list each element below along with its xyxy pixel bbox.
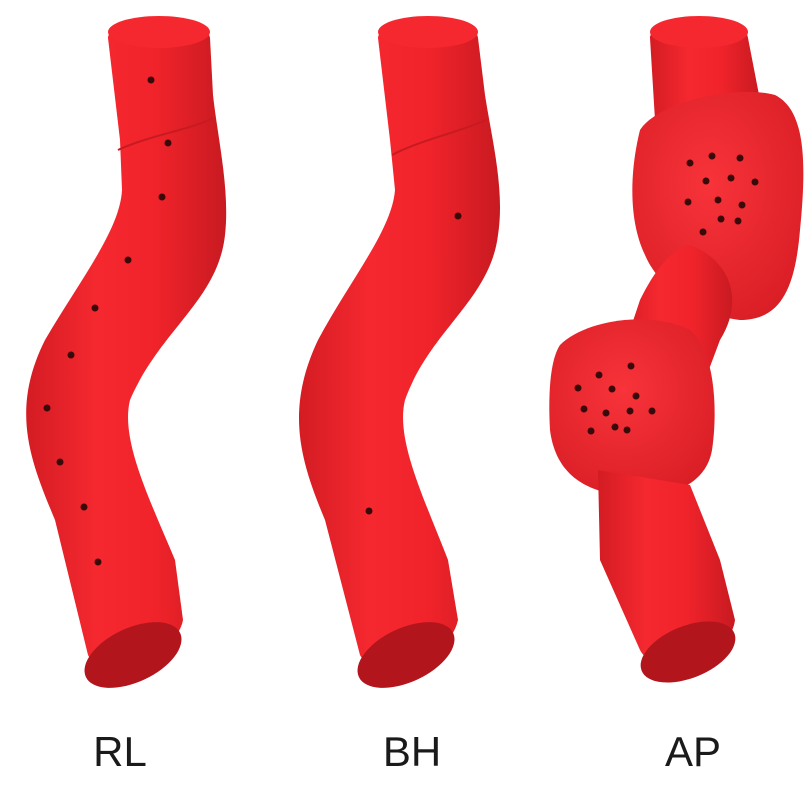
perforation-dot [125, 257, 132, 264]
perforation-dot [718, 216, 725, 223]
perforation-dot [603, 410, 610, 417]
perforation-dot [728, 175, 735, 182]
perforation-dot [148, 77, 155, 84]
perforation-dot [159, 194, 166, 201]
vessel-bh-top-cap [378, 16, 478, 48]
perforation-dot [165, 140, 172, 147]
perforation-dot [596, 372, 603, 379]
perforation-dot [575, 385, 582, 392]
perforation-dot [366, 508, 373, 515]
perforation-dot [81, 504, 88, 511]
vessel-rl [26, 16, 226, 701]
perforation-dot [633, 393, 640, 400]
vessel-bh [299, 16, 500, 701]
perforation-dot [752, 179, 759, 186]
perforation-dot [649, 408, 656, 415]
perforation-dot [627, 408, 634, 415]
perforation-dot [735, 218, 742, 225]
vessel-ap-top-cap [650, 16, 748, 48]
label-bh: BH [342, 722, 482, 782]
perforation-dot [700, 229, 707, 236]
label-rl: RL [50, 722, 190, 782]
perforation-dot [703, 178, 710, 185]
perforation-dot [628, 363, 635, 370]
perforation-dot [581, 406, 588, 413]
perforation-dot [685, 199, 692, 206]
perforation-dot [612, 424, 619, 431]
perforation-dot [737, 155, 744, 162]
perforation-dot [609, 386, 616, 393]
perforation-dot [588, 428, 595, 435]
perforation-dot [624, 427, 631, 434]
perforation-dot [455, 213, 462, 220]
label-ap: AP [623, 722, 763, 782]
vessel-bh-body [299, 23, 500, 667]
perforation-dot [92, 305, 99, 312]
vessel-ap [549, 16, 803, 695]
perforation-dot [57, 459, 64, 466]
vessel-rl-top-cap [108, 16, 210, 48]
perforation-dot [44, 405, 51, 412]
vessel-ap-lower-aneurysm [549, 319, 714, 496]
perforation-dot [715, 197, 722, 204]
perforation-dot [68, 352, 75, 359]
perforation-dot [687, 160, 694, 167]
perforation-dot [739, 202, 746, 209]
perforation-dot [709, 153, 716, 160]
perforation-dot [95, 559, 102, 566]
vessel-rl-body [26, 23, 226, 666]
